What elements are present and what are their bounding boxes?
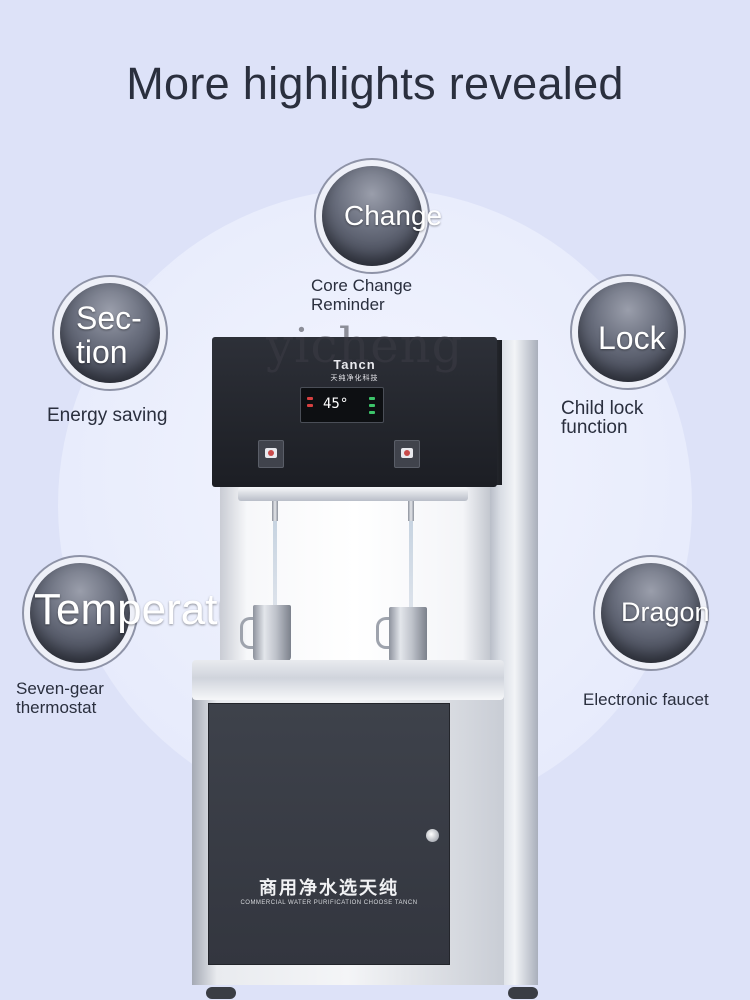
lock-caption-line-2: function [561, 417, 628, 438]
display-indicator-red [307, 397, 313, 400]
change-badge-label: Change [344, 200, 443, 231]
section-caption: Energy saving [47, 405, 168, 426]
brand-subtitle: 天纯净化科技 [330, 375, 379, 382]
lock-badge-disc [578, 282, 678, 382]
temperature-badge-disc [30, 563, 130, 663]
lock-caption: Child lock function [561, 399, 643, 437]
change-badge: Change [314, 158, 442, 274]
door-slogan: 商用净水选天纯 [259, 878, 399, 898]
change-caption-line-2: Reminder [311, 295, 385, 314]
brand-logo: Tancn 天纯净化科技 [212, 357, 497, 383]
right-faucet-icon [408, 501, 414, 521]
right-water-stream [409, 521, 413, 611]
left-tap-indicator [268, 450, 274, 456]
drip-tray [192, 660, 504, 700]
right-cup [389, 607, 427, 663]
display-temperature: 45° [323, 396, 349, 412]
temperature-badge: Temperature [22, 555, 281, 671]
left-cup [253, 605, 291, 661]
left-faucet-icon [272, 501, 278, 521]
brand-name: Tancn [333, 357, 376, 372]
water-dispenser: Tancn 天纯净化科技 45° 商用净水选天纯 COMMERCIAL WATE… [190, 335, 550, 1000]
display-indicator-green-3 [369, 411, 375, 414]
left-wheel-icon [206, 987, 236, 999]
dispenser-head: Tancn 天纯净化科技 45° [212, 337, 497, 487]
display-indicator-red-2 [307, 404, 313, 407]
dragon-badge-label: Dragon [621, 597, 710, 627]
left-tap-button[interactable] [258, 440, 284, 468]
temperature-caption: Seven-gear thermostat [16, 679, 104, 717]
cabinet-door[interactable]: 商用净水选天纯 COMMERCIAL WATER PURIFICATION CH… [208, 703, 450, 965]
change-caption-line-1: Core Change [311, 276, 413, 295]
dragon-badge: Dragon [593, 555, 710, 671]
display-indicator-green [369, 397, 375, 400]
faucet-bar [238, 487, 468, 501]
right-cup-handle [376, 617, 393, 649]
lock-badge: Lock [570, 274, 686, 390]
lock-caption-line-1: Child lock [561, 398, 644, 419]
temperature-display: 45° [300, 387, 384, 423]
temperature-caption-line-1: Seven-gear [16, 679, 104, 698]
watermark-text: yicheng [266, 318, 464, 374]
page-title: More highlights revealed [126, 58, 624, 109]
dragon-caption: Electronic faucet [583, 690, 709, 709]
right-tap-button[interactable] [394, 440, 420, 468]
right-wheel-icon [508, 987, 538, 999]
right-tap-indicator [404, 450, 410, 456]
dragon-badge-disc [601, 563, 701, 663]
section-badge-label: Sec- tion [76, 301, 142, 369]
change-caption: Core Change Reminder [311, 276, 412, 314]
display-indicator-green-2 [369, 404, 375, 407]
door-slogan-english: COMMERCIAL WATER PURIFICATION CHOOSE TAN… [240, 900, 418, 906]
section-badge-disc [60, 283, 160, 383]
change-badge-disc [322, 166, 422, 266]
temperature-caption-line-2: thermostat [16, 698, 97, 717]
left-water-stream [273, 521, 277, 611]
section-badge-line-2: tion [76, 334, 128, 370]
left-cup-handle [240, 617, 257, 649]
section-badge: Sec- tion [52, 275, 168, 391]
section-badge-line-1: Sec- [76, 300, 142, 336]
lock-badge-label: Lock [598, 320, 666, 356]
door-lock-icon[interactable] [426, 829, 439, 842]
